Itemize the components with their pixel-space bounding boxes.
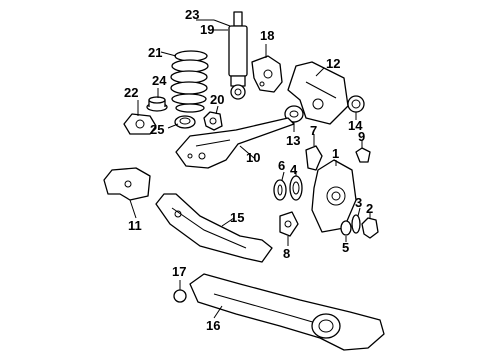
callout-19: 19 (200, 22, 214, 37)
radius-arm-bushing (284, 105, 304, 123)
callout-10: 10 (246, 150, 260, 165)
callout-25: 25 (150, 122, 164, 137)
callout-22: 22 (124, 85, 138, 100)
spindle-bearing-3 (351, 214, 361, 234)
i-beam-axle (155, 193, 273, 263)
spindle-seal (273, 179, 287, 201)
leader-lines (129, 19, 371, 319)
callout-3: 3 (355, 195, 362, 210)
spindle-bearing (289, 175, 303, 201)
lower-ball-joint (279, 211, 299, 237)
callout-17: 17 (172, 264, 186, 279)
callout-18: 18 (260, 28, 274, 43)
shock-lower-bracket (203, 111, 223, 131)
callout-20: 20 (210, 92, 224, 107)
differential-housing (189, 273, 385, 351)
coil-spring (170, 50, 209, 113)
callout-6: 6 (278, 158, 285, 173)
steering-knuckle (311, 159, 357, 233)
callout-7: 7 (310, 123, 317, 138)
callout-2: 2 (366, 201, 373, 216)
callout-13: 13 (286, 133, 300, 148)
callout-23: 23 (185, 7, 199, 22)
callout-9: 9 (358, 129, 365, 144)
callout-8: 8 (283, 246, 290, 261)
upper-mount-bracket (251, 55, 283, 93)
jounce-bumper (123, 113, 157, 135)
bushing-14 (347, 95, 365, 113)
axle-bracket (103, 167, 151, 201)
callout-12: 12 (326, 56, 340, 71)
spring-insulator (146, 96, 168, 112)
spring-seat (174, 115, 196, 129)
callout-14: 14 (348, 118, 363, 133)
shock-absorber (228, 11, 248, 100)
nut-cap (355, 147, 371, 163)
callout-5: 5 (342, 240, 349, 255)
callout-1: 1 (332, 146, 339, 161)
callout-15: 15 (230, 210, 244, 225)
upper-ball-joint (305, 142, 323, 171)
bushing-17 (173, 289, 187, 303)
callout-11: 11 (128, 218, 142, 233)
spindle-nut (361, 217, 379, 239)
callout-21: 21 (148, 45, 162, 60)
radius-arm (175, 117, 295, 169)
callout-24: 24 (152, 73, 167, 88)
radius-arm-frame-bracket (287, 61, 349, 125)
callout-4: 4 (290, 162, 298, 177)
callout-16: 16 (206, 318, 220, 333)
spindle-washer (340, 220, 352, 236)
